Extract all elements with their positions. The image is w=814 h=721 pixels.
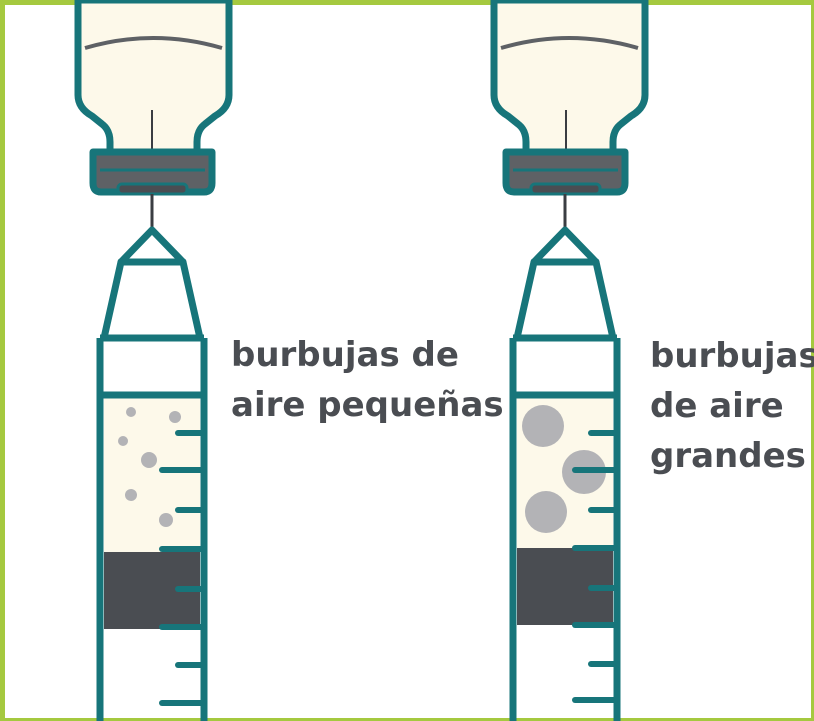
large-bubbles-label-line3: grandes <box>650 436 806 476</box>
scale-ticks-left <box>159 430 207 706</box>
large-bubbles-label-line1: burbujas <box>650 336 814 376</box>
small-bubbles-label-line1: burbujas de <box>231 335 459 375</box>
scale-ticks-right <box>572 430 620 703</box>
vial-right <box>490 0 649 196</box>
large-bubbles-label: burbujas de aire grandes <box>650 331 814 481</box>
large-bubbles-label-line2: de aire <box>650 386 784 426</box>
syringe-large-bubbles <box>490 0 649 721</box>
small-bubbles-label-line2: aire pequeñas <box>231 385 504 425</box>
barrel-left <box>96 226 208 721</box>
small-bubbles <box>118 407 181 527</box>
vial-left <box>74 0 233 196</box>
small-bubbles-label: burbujas de aire pequeñas <box>231 330 504 430</box>
syringe-small-bubbles <box>74 0 233 721</box>
